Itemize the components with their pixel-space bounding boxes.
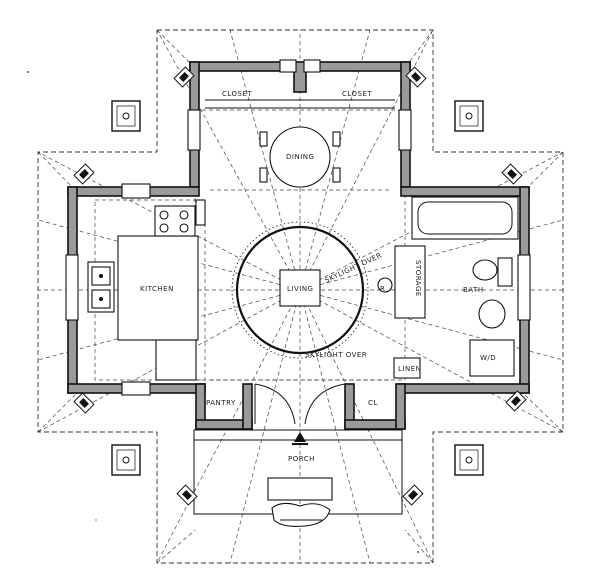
lamp-icon [405,66,427,88]
kitchen: KITCHEN [87,205,199,381]
closets: CLOSET CLOSET [205,90,395,109]
living-label: LIVING [287,285,313,293]
dining-table: DINING [259,126,341,188]
specks [27,71,419,553]
bath: STORAGE BATH W/D R LINEN [377,196,519,379]
living-room: LIVING SKYLIGHT OVER SKYLIGHT OVER [231,221,383,359]
post-icon [111,444,141,476]
closet-left-label: CLOSET [222,90,252,98]
bath-label: BATH [463,286,484,294]
wd-label: W/D [480,354,496,362]
posts [111,100,484,476]
post-icon [111,100,141,132]
post-icon [454,100,484,132]
lamp-icon [505,390,527,412]
cl-label: CL [368,399,378,407]
skylight-label-bottom: SKYLIGHT OVER [305,351,367,359]
windows [65,59,531,396]
porch: PORCH [193,429,403,527]
closet-right-label: CLOSET [342,90,372,98]
lamp-icon [73,392,95,414]
dining-label: DINING [286,153,314,161]
post-icon [454,444,484,476]
pantry-label: PANTRY [206,399,236,407]
linen-label: LINEN [398,365,421,373]
porch-label: PORCH [288,455,315,463]
lamp-icon [501,163,523,185]
lamp-icon [173,66,195,88]
lamp-icon [402,484,424,506]
lamp-icon [176,484,198,506]
r-label: R [380,285,385,293]
fixtures-outdoor [73,66,527,506]
storage-label: STORAGE [414,260,422,297]
kitchen-label: KITCHEN [140,285,174,293]
lamp-icon [73,163,95,185]
